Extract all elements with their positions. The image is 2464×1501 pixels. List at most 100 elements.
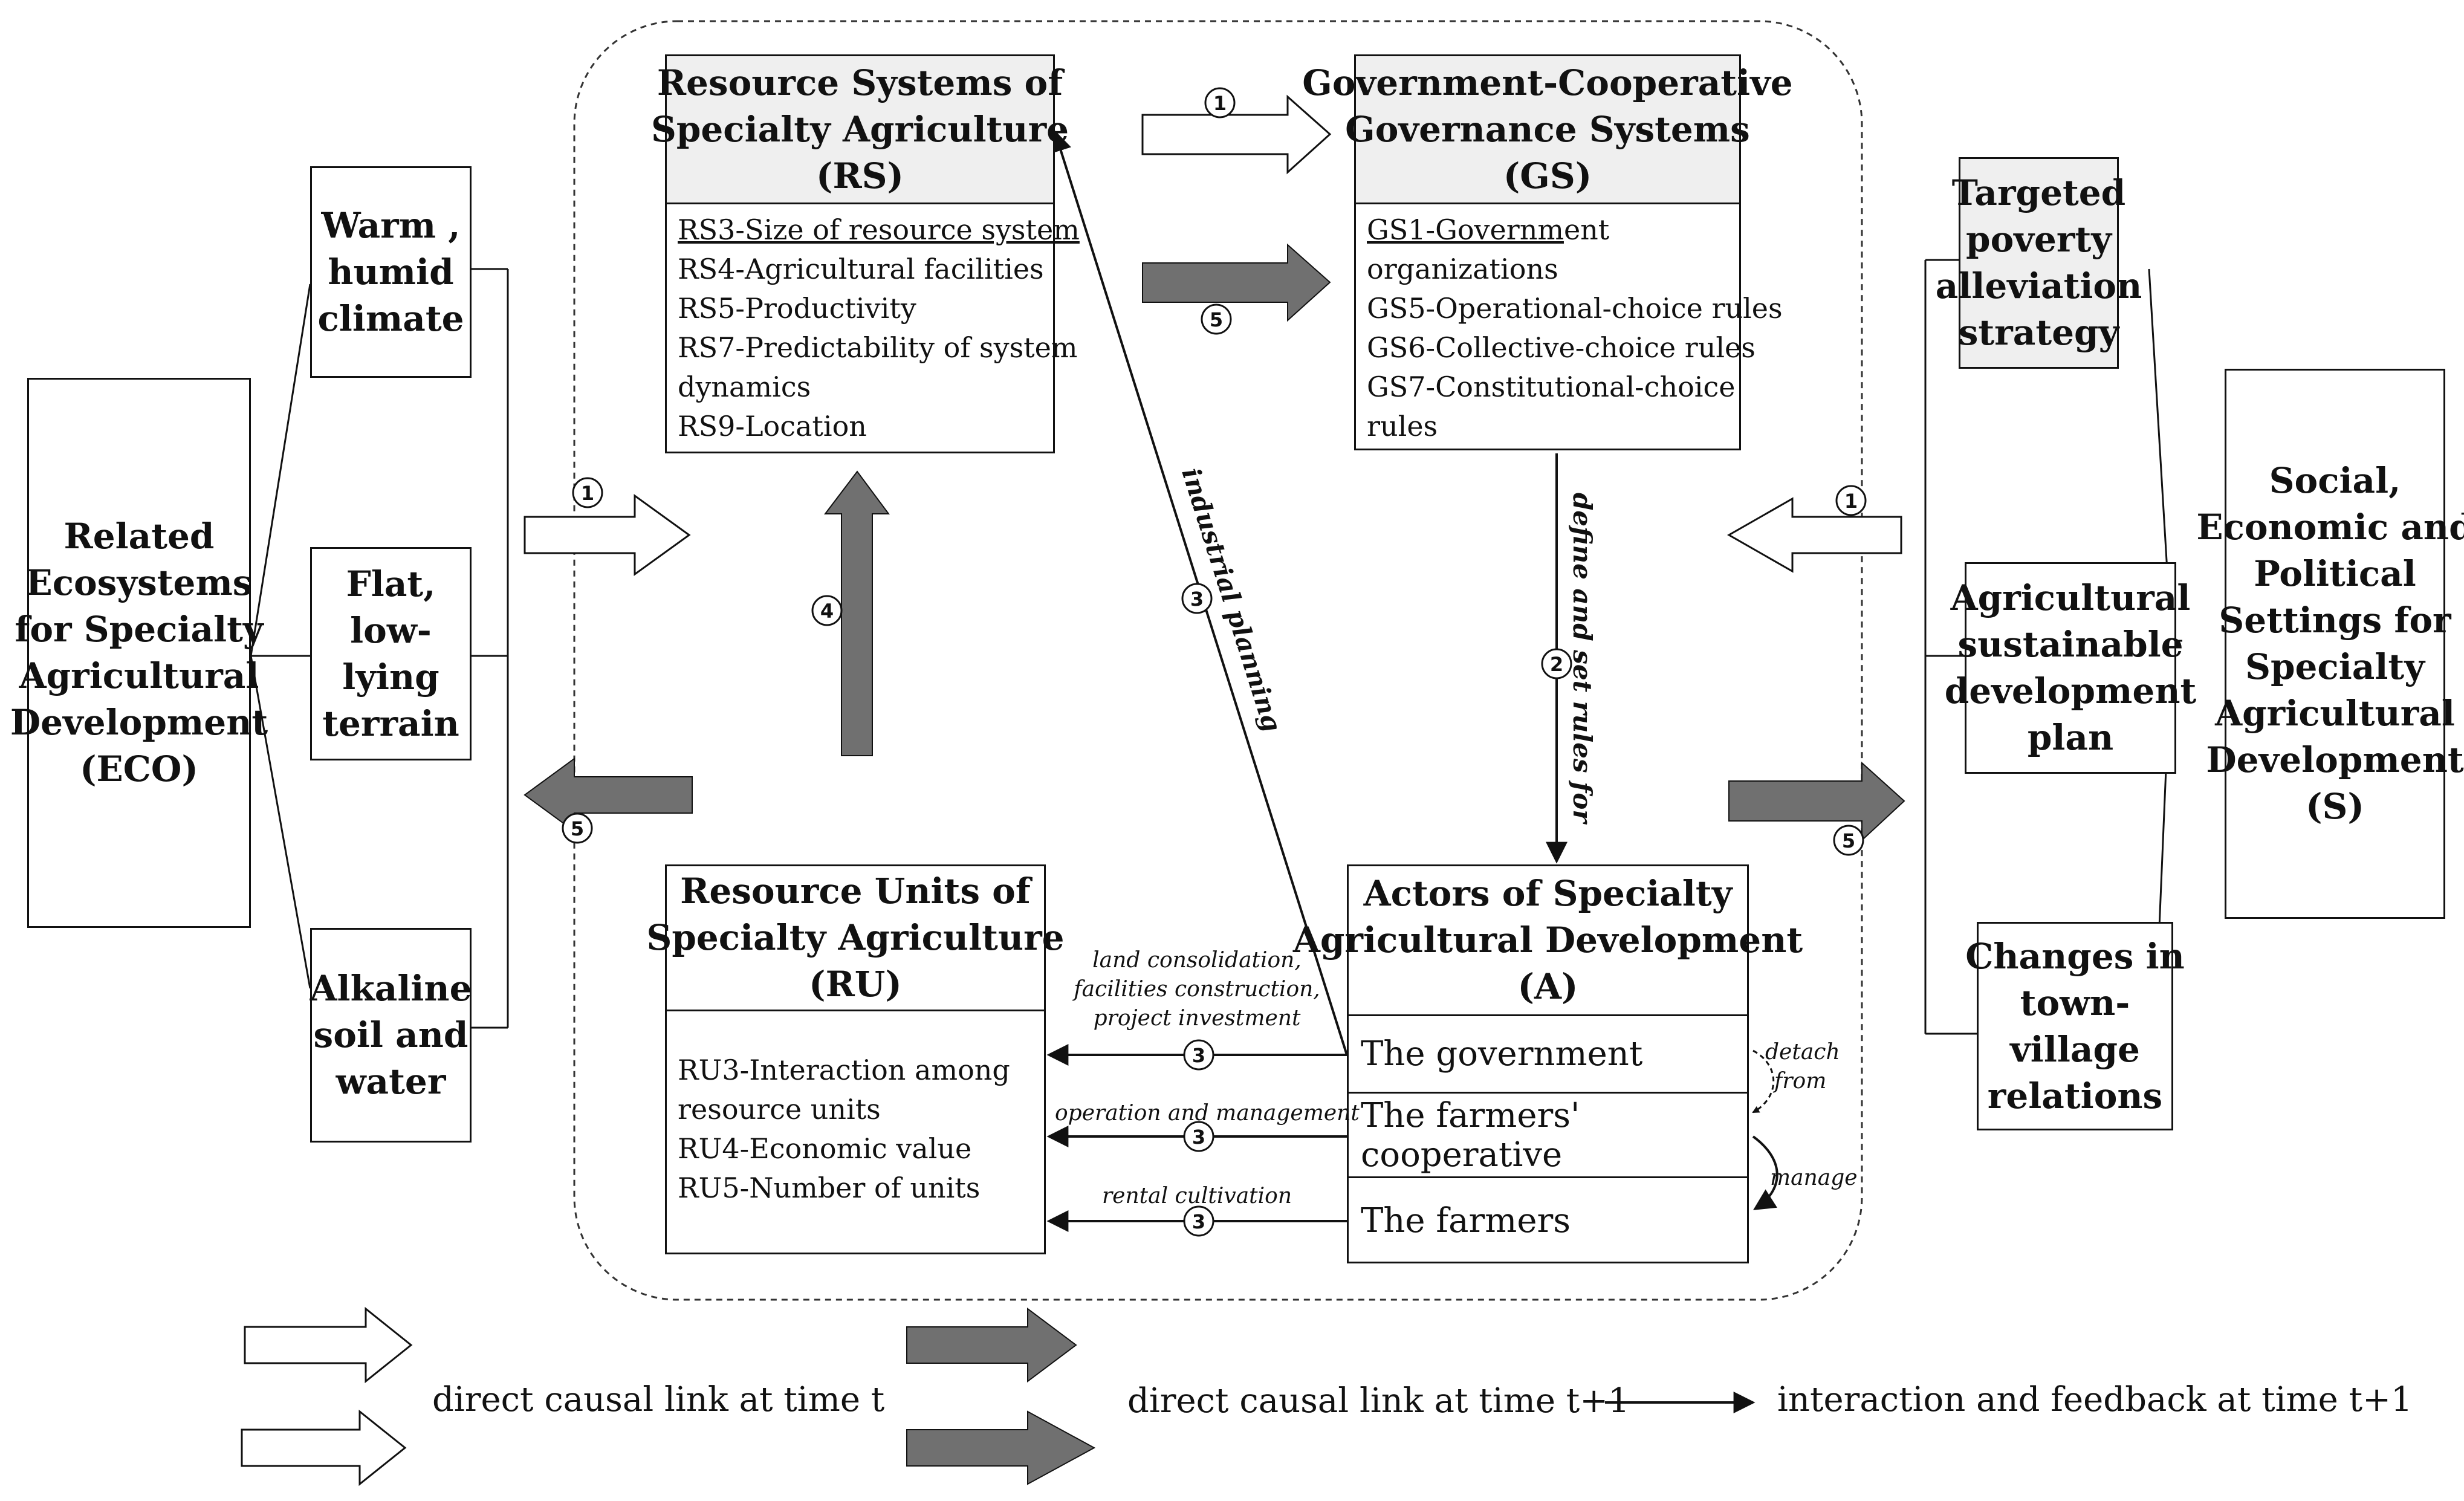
- s-line: Development: [2206, 739, 2464, 780]
- svg-text:1: 1: [1213, 92, 1227, 115]
- gs-item: GS6-Collective-choice rules: [1367, 331, 1756, 364]
- label-detach-line: detach: [1765, 1040, 1840, 1065]
- gs-title: Government-Cooperative Governance System…: [1302, 56, 1793, 204]
- gs-title-line: (GS): [1503, 155, 1592, 196]
- number-badge-3: 3: [1181, 583, 1213, 614]
- rs-title: Resource Systems of Specialty Agricultur…: [651, 56, 1069, 204]
- label-detach-line: from: [1774, 1069, 1827, 1094]
- legend-gray-arrow-2: [906, 1410, 1096, 1485]
- arrow-gs-to-s-gray: [1728, 761, 1905, 842]
- eco-item-line: Alkaline: [310, 968, 472, 1009]
- eco-text: Related Ecosystems for Specialty Agricul…: [10, 513, 268, 793]
- actors-title-line: (A): [1517, 966, 1578, 1007]
- legend-time-t1: direct causal link at time t+1: [1127, 1381, 1630, 1421]
- s-item-poverty: Targeted poverty alleviation strategy: [1936, 157, 2142, 369]
- ru-item: RU3-Interaction among: [678, 1054, 1010, 1086]
- s-item-line: strategy: [1958, 312, 2119, 353]
- eco-item-line: lying: [342, 656, 439, 698]
- system-boundary: [573, 20, 1863, 1301]
- label-rental-cultivation: rental cultivation: [1101, 1184, 1292, 1208]
- gs-title-line: Government-Cooperative: [1302, 62, 1793, 103]
- rs-title-line: Specialty Agriculture: [650, 108, 1069, 150]
- svg-text:3: 3: [1190, 588, 1204, 611]
- arrow-rs-to-eco-gray: [524, 757, 693, 832]
- eco-line: for Specialty: [15, 609, 264, 650]
- actor-row-government: The government: [1349, 1016, 1747, 1094]
- gs-list: GS1-Government organizations GS5-Operati…: [1367, 210, 1783, 446]
- eco-item-line: climate: [317, 297, 464, 339]
- svg-text:2: 2: [1550, 653, 1563, 676]
- ru-title-line: Resource Units of: [680, 870, 1031, 912]
- number-badge-2: 2: [1541, 648, 1572, 679]
- s-item-line: alleviation: [1935, 265, 2142, 306]
- eco-item-line: low-: [350, 609, 432, 651]
- svg-text:1: 1: [581, 482, 594, 505]
- rs-item: RS5-Productivity: [678, 292, 916, 325]
- eco-item-line: Flat,: [346, 563, 436, 605]
- s-item-line: Targeted: [1951, 172, 2126, 213]
- rs-item: dynamics: [678, 371, 811, 403]
- rs-item: RS9-Location: [678, 410, 867, 443]
- ru-box: Resource Units of Specialty Agriculture …: [646, 864, 1065, 1254]
- label-detach-from: detach from: [1765, 1038, 1840, 1096]
- rs-box: Resource Systems of Specialty Agricultur…: [651, 54, 1080, 453]
- arrow-rs-to-gs-white: [1141, 94, 1332, 175]
- eco-line: (ECO): [80, 748, 198, 789]
- legend-gray-arrow-1: [906, 1308, 1077, 1383]
- number-badge-5: 5: [562, 812, 593, 844]
- arrow-detach-from: [1752, 1049, 1775, 1114]
- eco-item-soil: Alkaline soil and water: [310, 928, 472, 1143]
- eco-box: Related Ecosystems for Specialty Agricul…: [10, 378, 268, 928]
- svg-text:3: 3: [1192, 1210, 1205, 1233]
- arrow-ru-to-rs-gray: [823, 470, 890, 756]
- actors-title-line: Agricultural Development: [1292, 919, 1803, 961]
- label-operation-management: operation and management: [1055, 1101, 1360, 1126]
- number-badge-5: 5: [1833, 825, 1864, 856]
- legend-time-t: direct causal link at time t: [432, 1380, 885, 1419]
- s-item-line: development: [1944, 670, 2197, 712]
- number-badge-3: 3: [1183, 1039, 1214, 1071]
- rs-item: RS3-Size of resource system: [678, 213, 1080, 246]
- s-item-line: town-: [2020, 982, 2130, 1023]
- actors-title-line: Actors of Specialty: [1363, 873, 1733, 914]
- actor-row-cooperative: The farmers' cooperative: [1349, 1094, 1747, 1178]
- gs-item: GS5-Operational-choice rules: [1367, 292, 1783, 325]
- arrow-s-to-gs-white: [1726, 497, 1902, 573]
- eco-line: Agricultural: [19, 655, 259, 696]
- eco-item-line: soil and: [313, 1014, 468, 1055]
- eco-item-climate: Warm , humid climate: [310, 166, 472, 378]
- legend-white-arrow-2: [241, 1409, 407, 1486]
- actors-box: Actors of Specialty Agricultural Develop…: [1293, 864, 1803, 1263]
- eco-line: Related: [63, 516, 215, 557]
- s-line: Social,: [2269, 460, 2401, 501]
- s-line: Specialty: [2245, 646, 2425, 687]
- s-line: Agricultural: [2215, 693, 2455, 734]
- ru-title: Resource Units of Specialty Agriculture …: [646, 866, 1065, 1011]
- svg-text:3: 3: [1192, 1044, 1205, 1067]
- svg-text:1: 1: [1844, 490, 1858, 513]
- gs-item: rules: [1367, 410, 1438, 443]
- label-land-line: facilities construction,: [1074, 977, 1320, 1002]
- s-line: (S): [2306, 786, 2364, 827]
- number-badge-1: 1: [1204, 87, 1236, 118]
- eco-item-line: Warm ,: [321, 204, 461, 246]
- rs-item: RS7-Predictability of system: [678, 331, 1078, 364]
- gs-item: organizations: [1367, 253, 1558, 285]
- s-item-town-village: Changes in town- village relations: [1965, 922, 2185, 1130]
- s-item-line: Agricultural: [1950, 577, 2191, 618]
- rs-list: RS3-Size of resource system RS4-Agricult…: [678, 210, 1080, 446]
- arrow-manage: [1752, 1135, 1778, 1210]
- ru-item: RU4-Economic value: [678, 1132, 972, 1165]
- s-item-line: relations: [1987, 1075, 2163, 1117]
- eco-connectors: [250, 268, 509, 1029]
- number-badge-3: 3: [1183, 1121, 1214, 1152]
- gs-item-first-rest: ent: [1563, 213, 1610, 246]
- gs-box: Government-Cooperative Governance System…: [1302, 54, 1793, 450]
- label-define-rules: define and set rules for: [1568, 493, 1597, 823]
- label-land-consolidation: land consolidation, facilities construct…: [1055, 946, 1339, 1033]
- number-badge-1: 1: [572, 477, 603, 508]
- gs-item-first: GS1-Government: [1367, 210, 1733, 250]
- svg-text:3: 3: [1192, 1126, 1205, 1149]
